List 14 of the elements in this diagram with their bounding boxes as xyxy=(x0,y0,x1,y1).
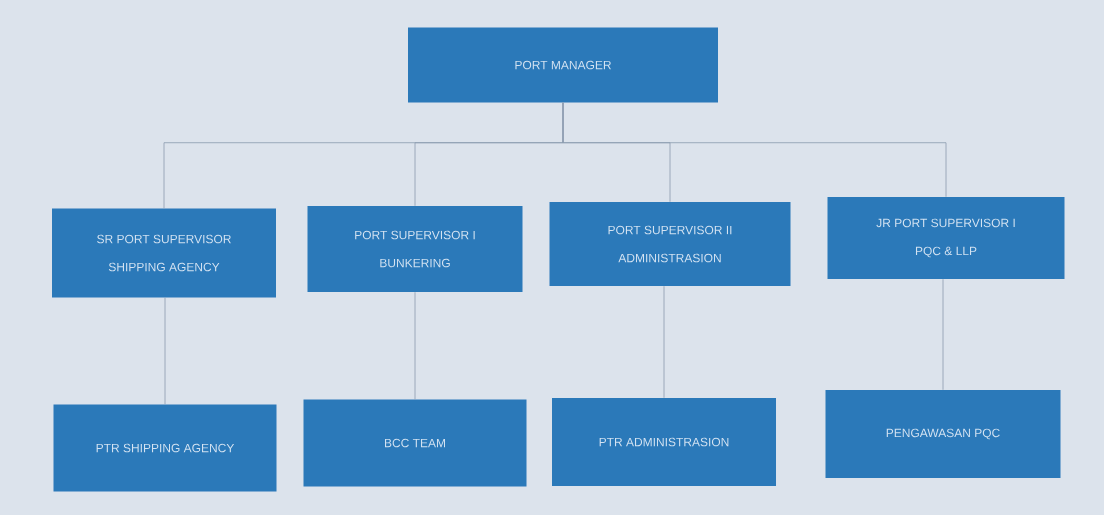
org-box: PORT SUPERVISOR II ADMINISTRASION xyxy=(549,202,791,286)
org-box: PTR SHIPPING AGENCY xyxy=(53,404,277,492)
org-box: PTR ADMINISTRASION xyxy=(552,398,776,486)
connector-line xyxy=(663,285,665,399)
connector-line xyxy=(562,102,947,198)
org-box: BCC TEAM xyxy=(303,399,527,487)
org-box: PORT MANAGER xyxy=(408,27,718,103)
org-box: JR PORT SUPERVISOR I PQC & LLP xyxy=(827,197,1065,279)
connector-line xyxy=(414,291,416,400)
org-box: PORT SUPERVISOR I BUNKERING xyxy=(307,206,523,292)
connector-line xyxy=(164,297,166,405)
connector-line xyxy=(942,278,944,391)
org-box: PENGAWASAN PQC xyxy=(825,390,1061,478)
org-box: SR PORT SUPERVISOR SHIPPING AGENCY xyxy=(52,208,276,298)
